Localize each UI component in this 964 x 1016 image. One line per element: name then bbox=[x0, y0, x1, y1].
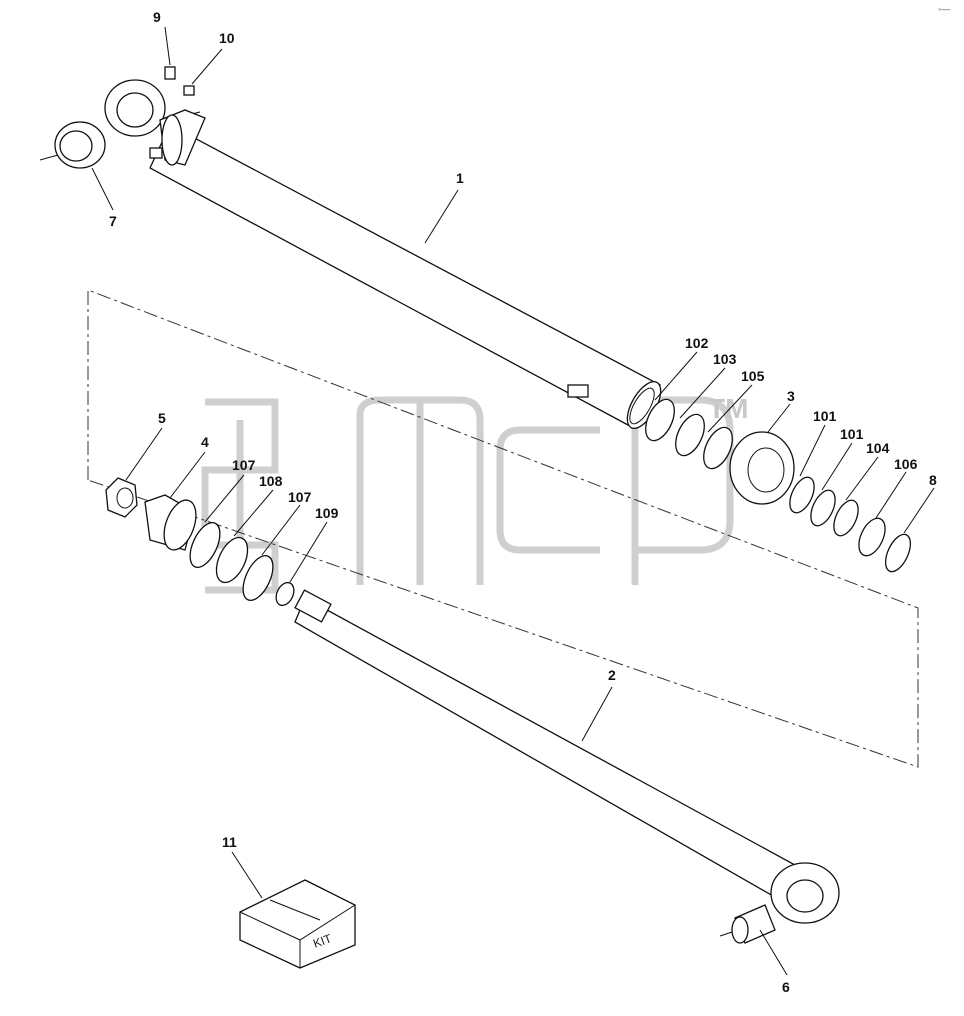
callout-104: 104 bbox=[866, 440, 890, 456]
callout-10: 10 bbox=[219, 30, 235, 46]
callout-2: 2 bbox=[608, 667, 616, 683]
callout-9: 9 bbox=[153, 9, 161, 25]
bushing-part-7 bbox=[39, 121, 106, 169]
callout-106: 106 bbox=[894, 456, 918, 472]
callout-105: 105 bbox=[741, 368, 765, 384]
callout-107b: 107 bbox=[288, 489, 312, 505]
kit-box-part-11: KIT bbox=[239, 879, 356, 969]
callout-labels: 9 10 7 1 102 103 105 3 101 101 104 106 8… bbox=[109, 9, 937, 995]
callout-107a: 107 bbox=[232, 457, 256, 473]
callout-102: 102 bbox=[685, 335, 709, 351]
leader-lines bbox=[91, 26, 935, 976]
callout-11: 11 bbox=[222, 834, 237, 850]
callout-101b: 101 bbox=[840, 426, 864, 442]
callout-103: 103 bbox=[713, 351, 737, 367]
callout-3: 3 bbox=[787, 388, 795, 404]
nut-part-5 bbox=[105, 477, 138, 518]
callout-7: 7 bbox=[109, 213, 117, 229]
corner-mark: ◦— bbox=[938, 4, 950, 14]
piston-part-4 bbox=[144, 494, 197, 551]
kit-label: KIT bbox=[311, 931, 334, 951]
piston-rod bbox=[294, 589, 840, 924]
assembly-dash-line bbox=[87, 289, 919, 768]
cylinder-barrel bbox=[104, 66, 662, 429]
callout-4: 4 bbox=[201, 434, 209, 450]
callout-1: 1 bbox=[456, 170, 464, 186]
callout-108: 108 bbox=[259, 473, 283, 489]
gland-part-3 bbox=[729, 431, 795, 505]
callout-109: 109 bbox=[315, 505, 339, 521]
callout-8: 8 bbox=[929, 472, 937, 488]
seal-rings-gland bbox=[645, 398, 912, 573]
watermark-tm: TM bbox=[708, 393, 748, 424]
bushing-part-6 bbox=[719, 904, 776, 944]
callout-5: 5 bbox=[158, 410, 166, 426]
piston-seal-rings bbox=[189, 522, 295, 607]
callout-6: 6 bbox=[782, 979, 790, 995]
callout-101a: 101 bbox=[813, 408, 837, 424]
